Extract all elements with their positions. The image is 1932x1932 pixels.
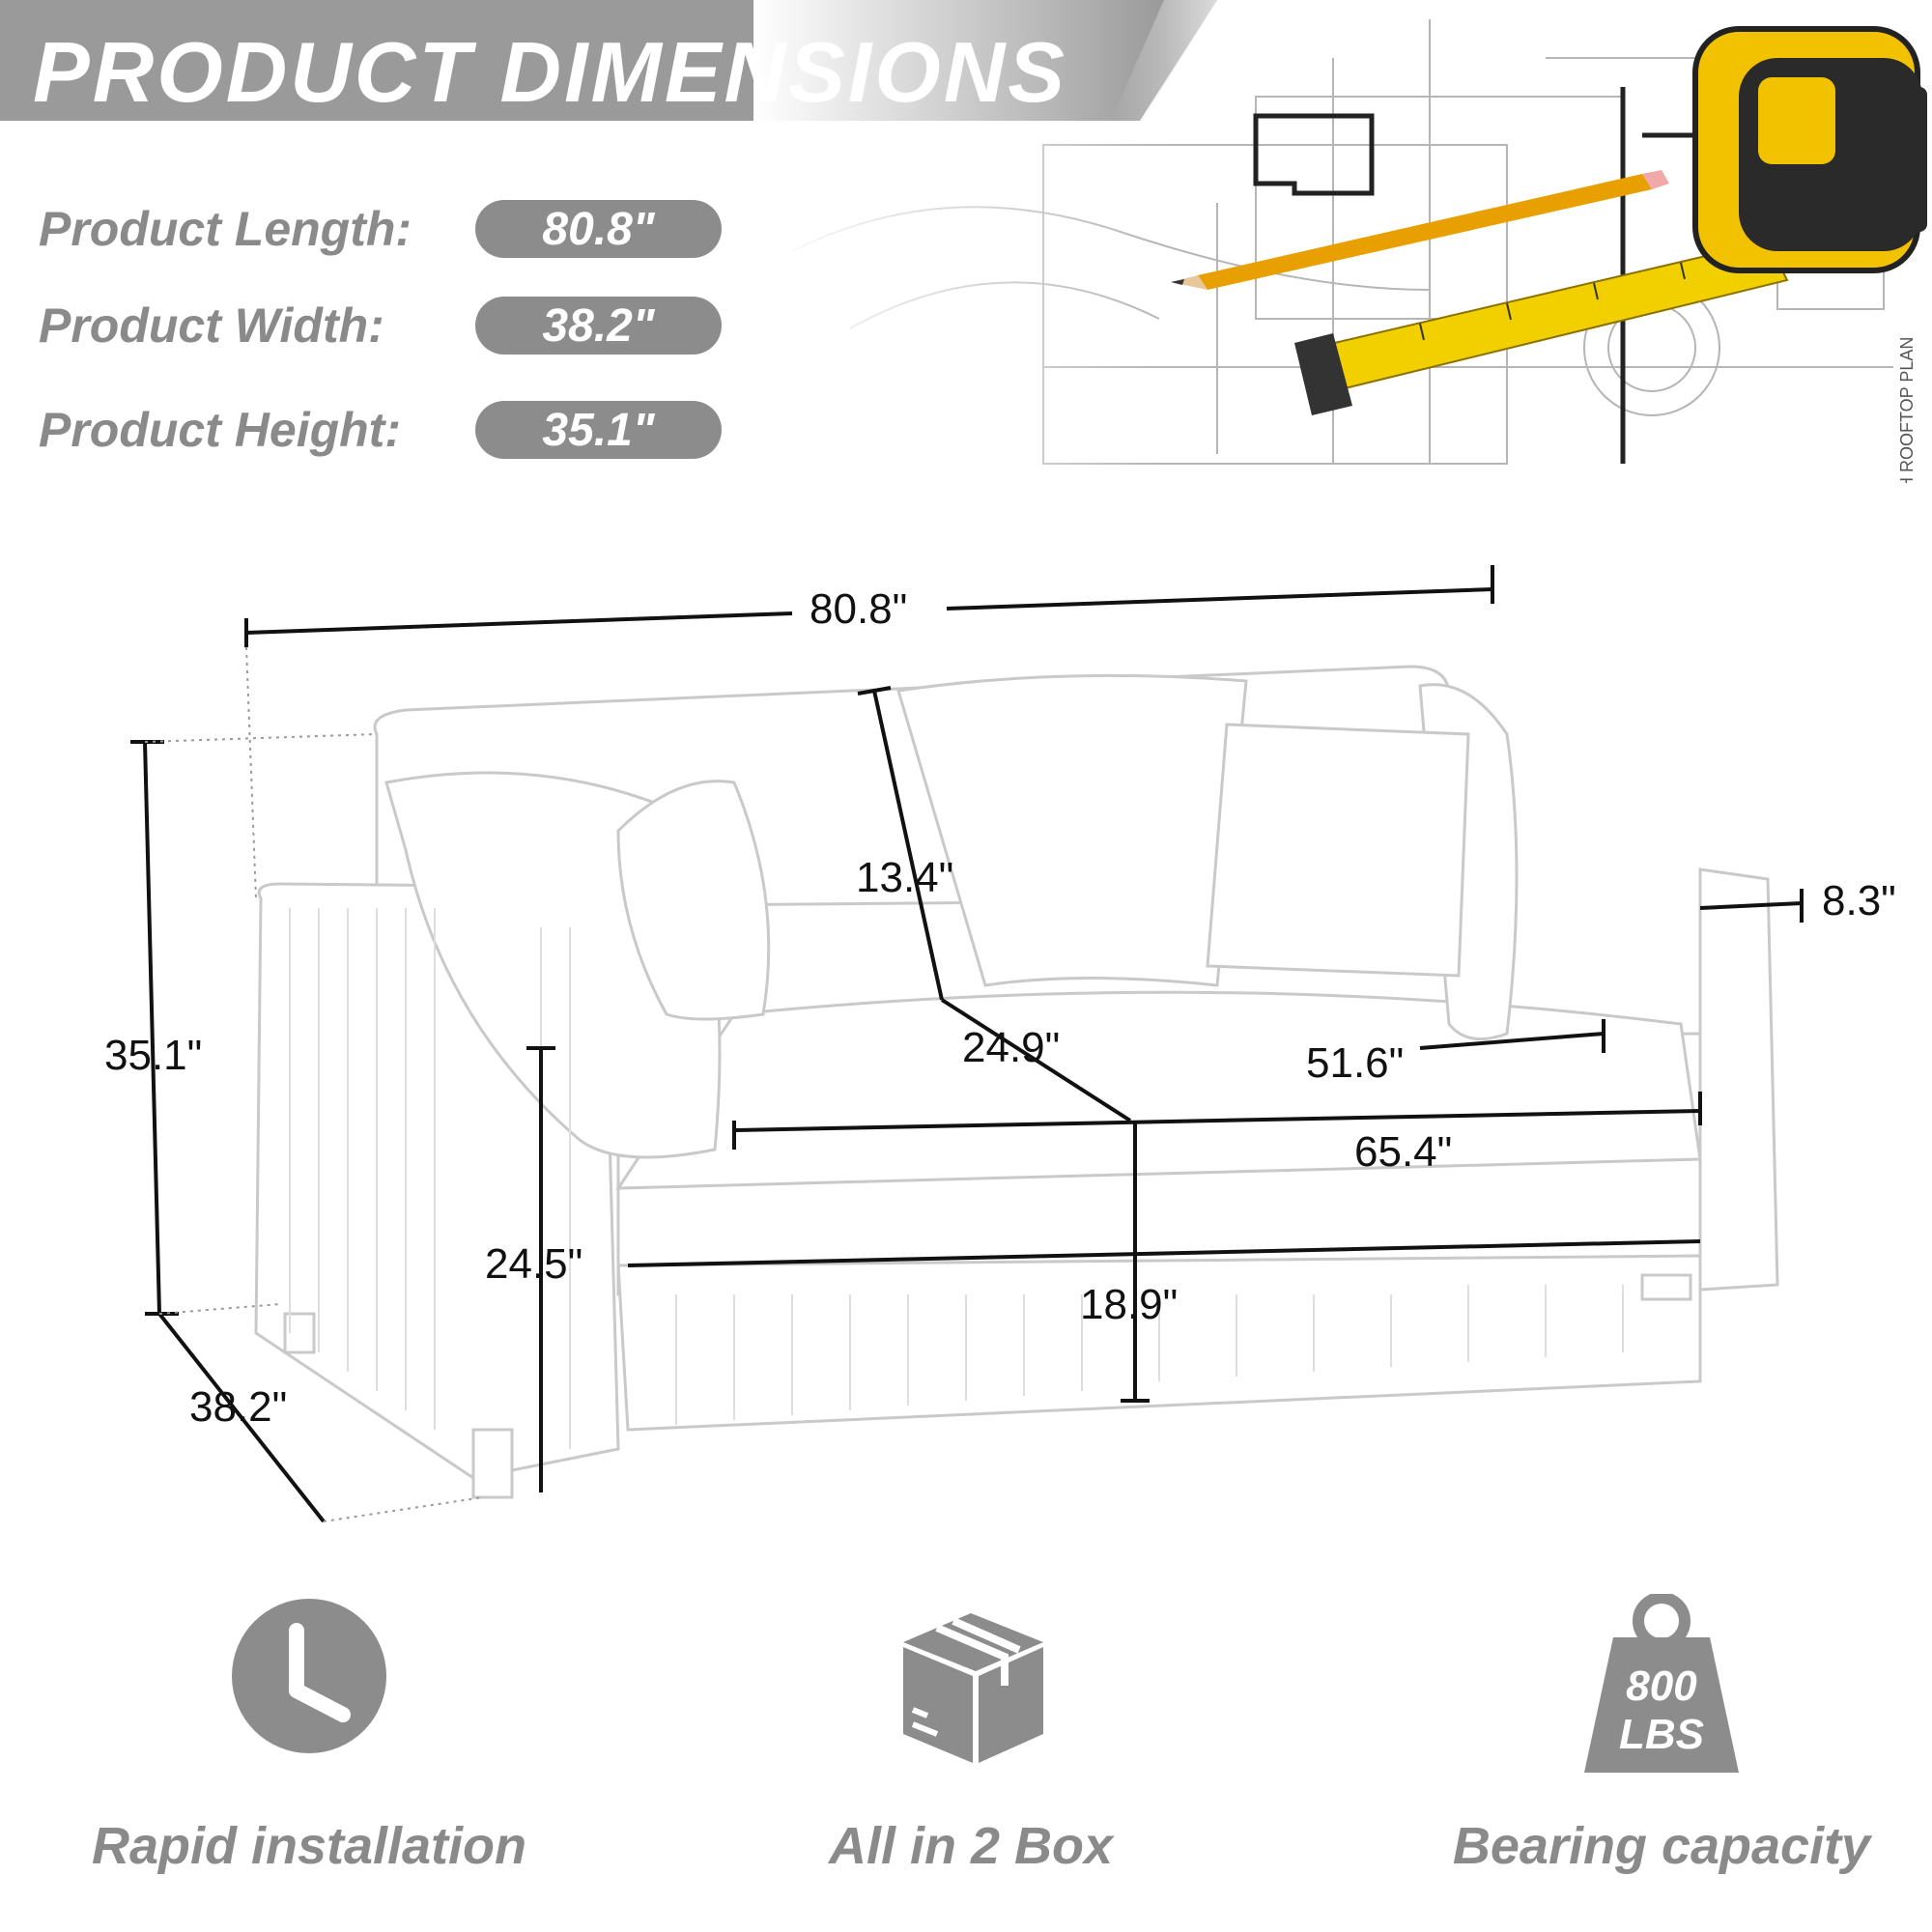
- sofa-illustration: [130, 565, 1804, 1523]
- spec-value-pill: 35.1": [475, 401, 722, 459]
- clock-icon: [232, 1599, 386, 1753]
- spec-value-pill: 38.2": [475, 297, 722, 355]
- dim-label-arm-width: 8.3": [1822, 877, 1896, 924]
- feature-label: Bearing capacity: [1452, 1817, 1871, 1875]
- spec-label: Product Height:: [39, 403, 401, 457]
- dim-label-seat-width: 51.6": [1306, 1039, 1405, 1087]
- box-icon: [903, 1613, 1043, 1763]
- blueprint-illustration: CH ROOFTOP PLAN: [753, 0, 1932, 483]
- spec-label: Product Width:: [39, 298, 384, 353]
- weight-icon: 800 LBS: [1584, 1594, 1739, 1773]
- dim-label-depth: 38.2": [189, 1383, 288, 1431]
- spec-row-height: Product Height: 35.1": [39, 400, 722, 460]
- feature-all-in-2-box: All in 2 Box: [720, 1594, 1222, 1875]
- dim-label-seat-height: 18.9": [1080, 1281, 1179, 1328]
- blueprint-note: CH ROOFTOP PLAN: [1897, 337, 1917, 483]
- weight-badge-number: 800: [1626, 1662, 1697, 1710]
- spec-value-pill: 80.8": [475, 200, 722, 258]
- dim-label-length: 80.8": [810, 585, 908, 633]
- dim-label-height: 35.1": [104, 1032, 203, 1079]
- dim-label-arm-height: 24.5": [485, 1240, 583, 1288]
- spec-row-length: Product Length: 80.8": [39, 199, 722, 259]
- weight-badge-unit: LBS: [1619, 1711, 1704, 1758]
- dim-label-inner-width: 65.4": [1354, 1128, 1453, 1176]
- dim-label-seat-depth: 24.9": [962, 1024, 1061, 1071]
- feature-rapid-installation: Rapid installation: [58, 1594, 560, 1875]
- feature-label: Rapid installation: [91, 1817, 527, 1875]
- spec-row-width: Product Width: 38.2": [39, 296, 722, 355]
- dim-label-back-cushion: 13.4": [856, 854, 954, 901]
- feature-bearing-capacity: 800 LBS Bearing capacity: [1410, 1594, 1913, 1875]
- feature-label: All in 2 Box: [828, 1817, 1114, 1875]
- tape-measure-icon: [1294, 26, 1927, 415]
- spec-label: Product Length:: [39, 202, 412, 256]
- pencil-icon: [1171, 170, 1669, 290]
